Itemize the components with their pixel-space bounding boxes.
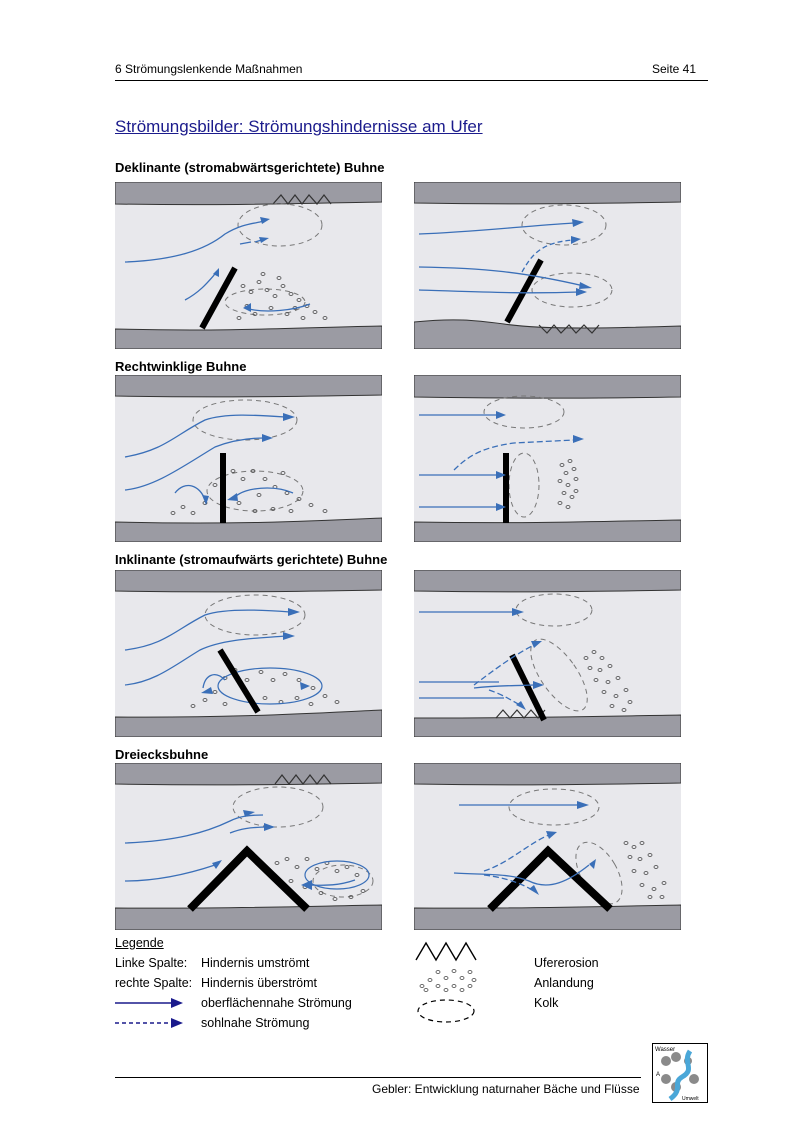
diagram-deklinante-umstroemt xyxy=(115,182,382,349)
wasser-umwelt-logo: Wasser Umwelt A xyxy=(652,1043,708,1103)
diagram-dreieck-ueberstroemt xyxy=(414,763,681,930)
legend-scour-ellipse-icon xyxy=(417,999,475,1023)
section-title-dreieck: Dreiecksbuhne xyxy=(115,747,209,762)
legend-erosion-label: Ufererosion xyxy=(534,956,599,970)
legend-deposit-label: Anlandung xyxy=(534,976,594,990)
page-title: Strömungsbilder: Strömungshindernisse am… xyxy=(115,117,483,136)
logo-bottom-text: Umwelt xyxy=(682,1096,699,1102)
diagram-rechtwinklig-umstroemt xyxy=(115,375,382,542)
legend-surface-flow-label: oberflächennahe Strömung xyxy=(201,996,352,1010)
legend-heading: Legende xyxy=(115,936,164,950)
legend-left-col-text: Hindernis umströmt xyxy=(201,956,310,970)
header-chapter: 6 Strömungslenkende Maßnahmen xyxy=(115,62,303,76)
diagram-deklinante-ueberstroemt xyxy=(414,182,681,349)
legend-bed-flow-label: sohlnahe Strömung xyxy=(201,1016,310,1030)
legend-bed-flow-arrow-icon xyxy=(115,1018,183,1028)
footer-rule xyxy=(115,1077,641,1078)
diagram-inklinante-ueberstroemt xyxy=(414,570,681,737)
legend-deposit-gravel-icon xyxy=(419,969,477,992)
diagram-dreieck-umstroemt xyxy=(115,763,382,930)
diagram-rechtwinklig-ueberstroemt xyxy=(414,375,681,542)
legend-left-col-label: Linke Spalte: xyxy=(115,956,188,970)
legend-right-col-label: rechte Spalte: xyxy=(115,976,193,990)
diagram-inklinante-umstroemt xyxy=(115,570,382,737)
legend-erosion-zigzag-icon xyxy=(415,941,477,962)
section-title-inklinante: Inklinante (stromaufwärts gerichtete) Bu… xyxy=(115,552,388,567)
logo-top-text: Wasser xyxy=(655,1047,675,1053)
section-title-deklinante: Deklinante (stromabwärtsgerichtete) Buhn… xyxy=(115,160,385,175)
section-title-rechtwinklig: Rechtwinklige Buhne xyxy=(115,359,247,374)
legend-scour-label: Kolk xyxy=(534,996,559,1010)
legend-right-col-text: Hindernis überströmt xyxy=(201,976,318,990)
logo-letter: A xyxy=(656,1072,660,1078)
legend-surface-flow-arrow-icon xyxy=(115,998,183,1008)
header-page-number: Seite 41 xyxy=(652,62,697,76)
header-rule xyxy=(115,80,708,81)
footer-source: Gebler: Entwicklung naturnaher Bäche und… xyxy=(372,1082,640,1096)
